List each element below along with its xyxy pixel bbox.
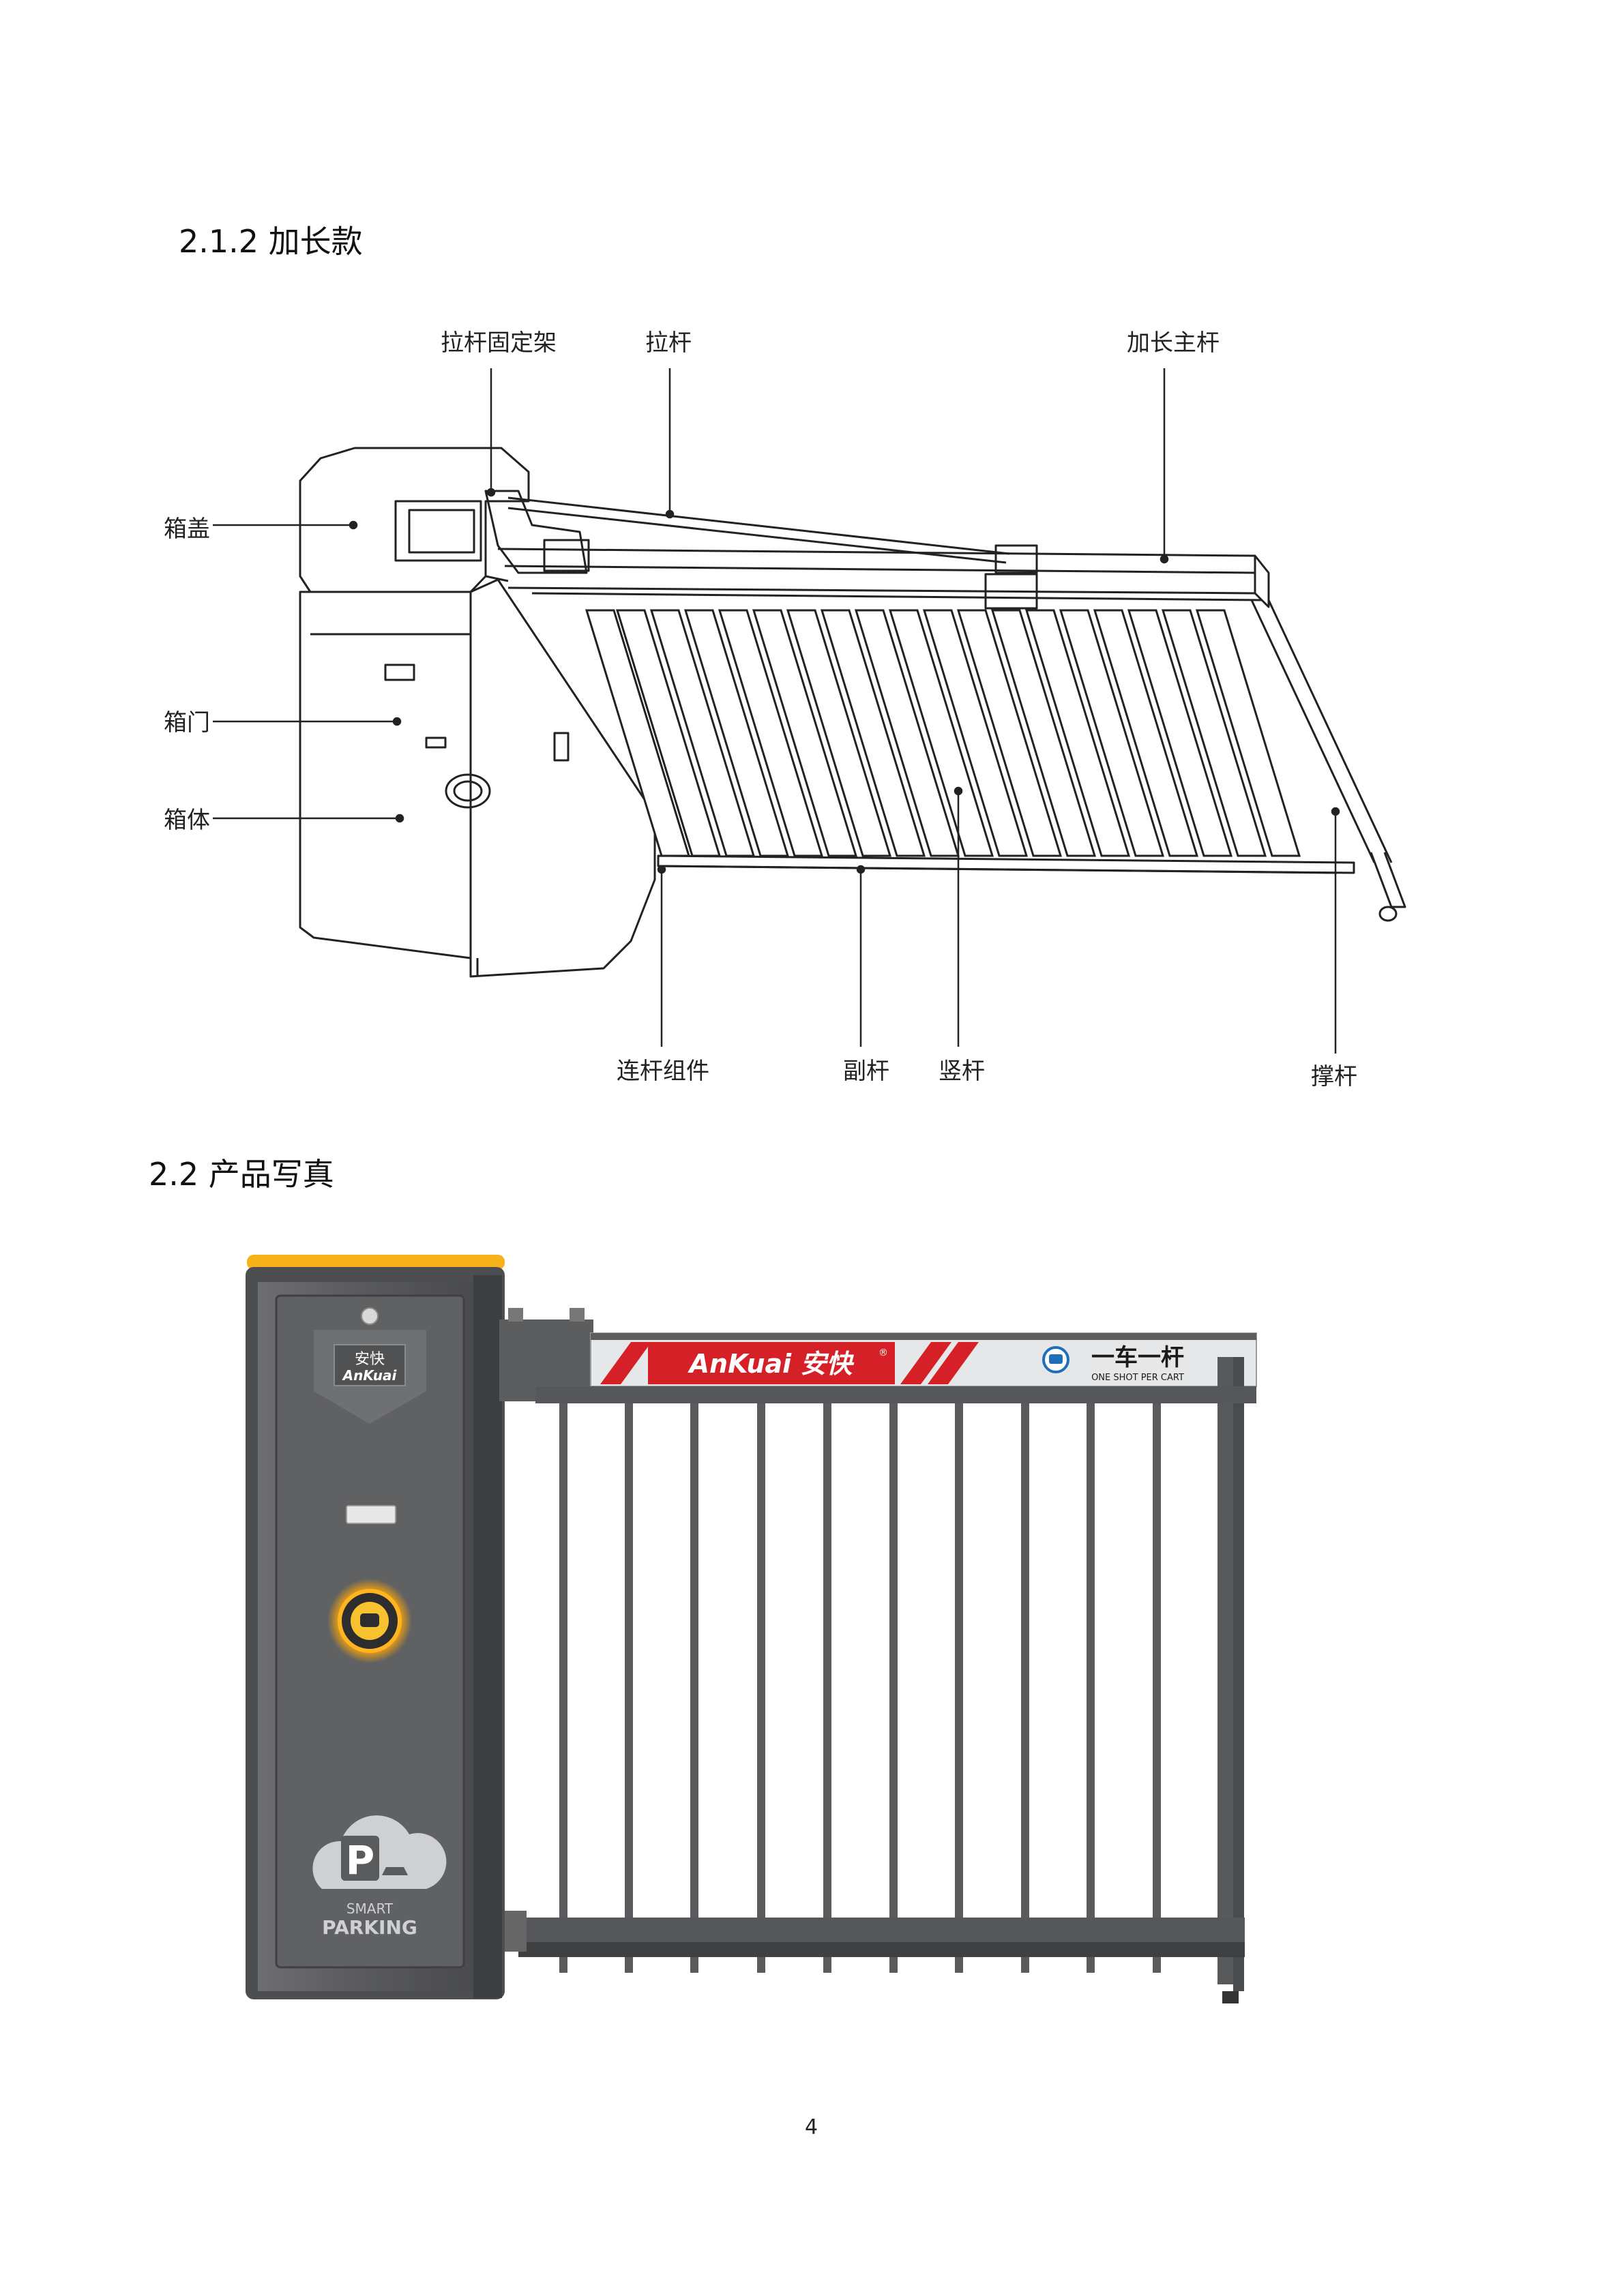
slogan-english: ONE SHOT PER CART xyxy=(1091,1373,1184,1383)
section-heading-2-1-2: 2.1.2 加长款 xyxy=(179,223,363,260)
label-extended-main-pole: 加长主杆 xyxy=(1127,329,1220,357)
label-box-door: 箱门 xyxy=(164,709,210,736)
parking-letter: P xyxy=(346,1837,375,1883)
parking-small-text: SMART xyxy=(346,1900,394,1917)
section-heading-2-2: 2.2 产品写真 xyxy=(149,1156,334,1193)
parking-large-text: PARKING xyxy=(322,1916,417,1939)
label-auxiliary-pole: 副杆 xyxy=(843,1058,889,1085)
slogan-chinese: 一车一杆 xyxy=(1091,1344,1184,1371)
label-linkage-assembly: 连杆组件 xyxy=(617,1058,709,1085)
label-fixing-bracket: 拉杆固定架 xyxy=(441,329,557,357)
boom-registered-mark: ® xyxy=(879,1347,888,1358)
label-vertical-bar: 竖杆 xyxy=(939,1058,985,1085)
label-pull-rod: 拉杆 xyxy=(645,329,692,357)
boom-brand: AnKuai 安快 xyxy=(688,1349,855,1379)
label-support-pole: 撑杆 xyxy=(1311,1063,1357,1090)
cabinet-logo-chinese: 安快 xyxy=(355,1351,385,1368)
barrier-gate-line-drawing xyxy=(213,368,1406,1054)
cabinet-logo-brand: AnKuai xyxy=(342,1367,398,1384)
label-box-cover: 箱盖 xyxy=(164,516,210,543)
page-number: 4 xyxy=(805,2115,818,2139)
label-box-body: 箱体 xyxy=(164,807,210,834)
